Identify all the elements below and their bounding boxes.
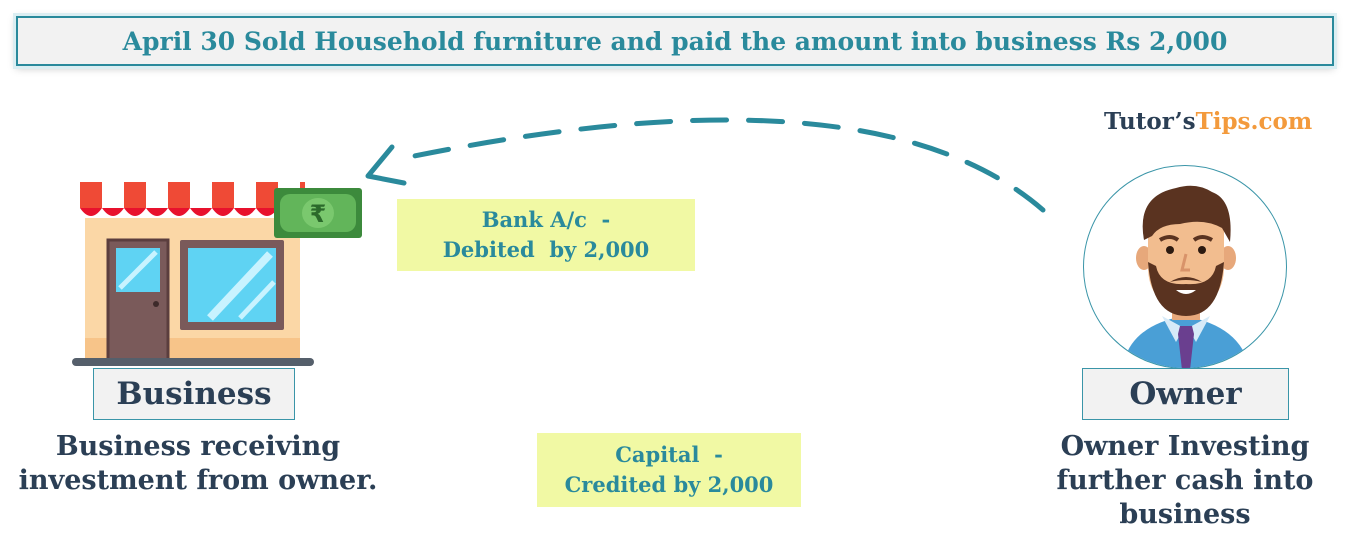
- capital-credit-note: Capital - Credited by 2,000: [537, 433, 801, 507]
- capital-line2: Credited by 2,000: [564, 472, 774, 497]
- money-symbol: ₹: [310, 200, 327, 228]
- money-icon: ₹: [274, 188, 362, 238]
- bank-debit-note: Bank A/c - Debited by 2,000: [397, 199, 695, 271]
- owner-description: Owner Investing further cash into busine…: [1056, 431, 1314, 530]
- capital-line1: Capital -: [615, 442, 723, 467]
- title-banner: April 30 Sold Household furniture and pa…: [16, 16, 1334, 66]
- owner-label: Owner: [1082, 368, 1289, 420]
- brand-part1: Tutor’s: [1104, 108, 1196, 135]
- owner-avatar: [1083, 165, 1287, 369]
- bank-line1: Bank A/c -: [481, 207, 611, 232]
- brand-logo: Tutor’sTips.com: [1104, 108, 1312, 135]
- title-text: April 30 Sold Household furniture and pa…: [122, 26, 1228, 56]
- shop-icon: [72, 182, 320, 366]
- bank-line2: Debited by 2,000: [442, 237, 650, 262]
- brand-part2: Tips.com: [1195, 108, 1313, 135]
- business-description: Business receiving investment from owner…: [18, 431, 378, 496]
- business-label: Business: [93, 368, 295, 420]
- man-icon: [1122, 185, 1250, 368]
